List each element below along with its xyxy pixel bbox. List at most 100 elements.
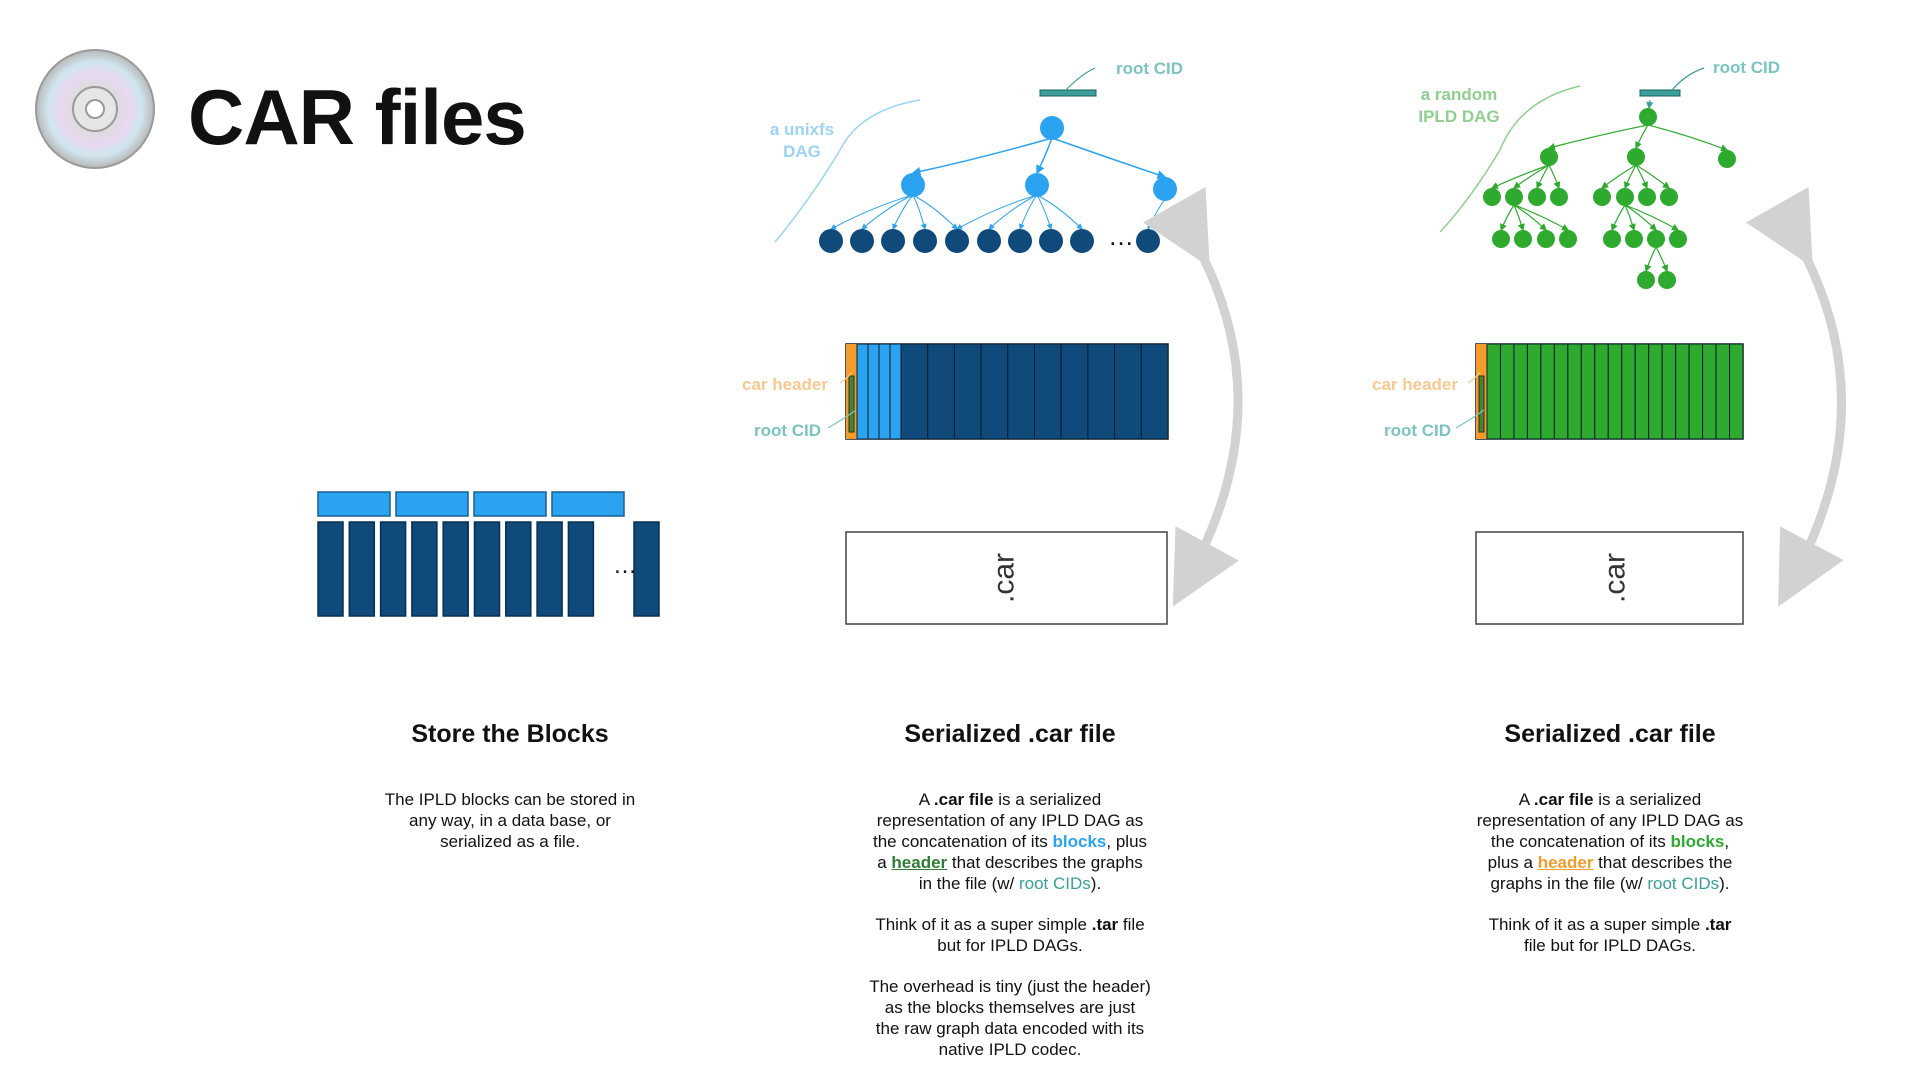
store-blocks-column: Store the Blocks The IPLD blocks can be … [360,720,660,852]
car2-p1-h: graphs in the file (w/ [1490,874,1648,893]
car2-p1-e: , [1724,832,1730,851]
root-cid-pointer-3 [1671,67,1705,91]
stored-block-3 [379,521,407,617]
car1-block-3 [953,343,982,440]
car-header-pointer-1 [839,371,853,384]
stored-block-9 [567,521,595,617]
car2-block-16 [1688,343,1704,440]
car1-p3-line2: as the blocks themselves are just [884,998,1136,1017]
unixfs-edge-2-0 [1147,198,1166,230]
unixfs-edge-1-0 [956,194,1038,230]
stored-block-2 [348,521,376,617]
car1-p1-a: A [918,790,934,809]
random-dag-label-curve [1439,85,1581,233]
car2-block-9 [1594,343,1609,440]
random-node-7 [1550,188,1568,206]
store-line-2: any way, in a data base, or [409,811,611,830]
car-file-box-2 [1475,531,1744,625]
random-edge-b-1 [1624,164,1637,190]
car2-block-5 [1540,343,1555,440]
random-edge-a-2 [1536,164,1550,190]
random-node-3 [1718,150,1736,168]
page-title: CAR files [188,73,527,161]
unixfs-edge-1-1 [988,194,1038,230]
car1-block-8 [1087,343,1116,440]
car1-blocks-term: blocks [1052,832,1107,851]
car2-p1-b: is a serialized [1593,790,1702,809]
store-line-1: The IPLD blocks can be stored in [384,790,636,809]
car1-block-7 [1060,343,1089,440]
car1-p2-b: file [1118,915,1145,934]
stored-block-4 [411,521,438,617]
unixfs-edge-root-1 [911,137,1053,176]
store-line-3: serialized as a file. [440,832,580,851]
car-file-column-1: Serialized .car file A .car file is a se… [850,720,1170,1080]
car1-p2-a: Think of it as a super simple [875,915,1092,934]
random-edge-root-3 [1647,124,1729,152]
stored-block-1 [317,521,344,617]
unixfs-mid-node-2 [1025,173,1049,197]
random-edge-b-2 [1635,164,1648,190]
stored-top-block-3 [473,491,547,517]
car1-paragraph-3: The overhead is tiny (just the header) a… [850,976,1170,1060]
car1-p1-g: that describes the graphs [947,853,1143,872]
car1-p1-f: a [877,853,892,872]
car1-p1-c: representation of any IPLD DAG as [876,811,1144,830]
random-node-16 [1603,230,1621,248]
car2-p1-g: that describes the [1593,853,1733,872]
unixfs-mid-node-1 [901,173,925,197]
unixfs-edge-root-3 [1051,137,1167,179]
car1-tar-term: .tar [1091,915,1119,934]
car1-block-5 [1007,343,1035,440]
root-cid-label-2: root CID [754,421,821,440]
car-file-description-1: A .car file is a serialized representati… [850,789,1170,1060]
car1-block-2 [927,343,955,440]
unixfs-edge-1-2 [1019,194,1038,230]
car2-block-4 [1526,343,1542,440]
car1-p1-d: the concatenation of its [872,832,1053,851]
unixfs-leaf-node-1 [819,229,843,253]
unixfs-edge-root-2 [1036,137,1053,175]
car1-block-9 [1114,343,1142,440]
random-node-14 [1537,230,1555,248]
car1-paragraph-1: A .car file is a serialized representati… [850,789,1170,894]
car2-header-term: header [1537,853,1594,872]
car1-p1-i: ). [1090,874,1102,893]
unixfs-dag-label-line1: a unixfs [770,120,834,139]
car2-root-cid-segment [1478,375,1485,433]
car2-block-18 [1715,343,1731,440]
random-node-11 [1660,188,1678,206]
car2-block-17 [1702,343,1717,440]
car1-light-block-2 [867,343,880,440]
car2-p1-i: ). [1719,874,1730,893]
random-edge-d-0 [1611,204,1626,232]
car-file-box-1 [845,531,1168,625]
unixfs-edge-0-2 [892,194,914,230]
car2-car-file-term: .car file [1533,790,1594,809]
car1-car-file-term: .car file [933,790,994,809]
car-file-strip-1 [845,343,1169,440]
random-edge-b-0 [1601,164,1637,189]
car1-header-term: header [891,853,948,872]
unixfs-leaf-node-7 [1008,229,1032,253]
random-edge-root-1 [1547,124,1649,150]
root-cid-pointer-4 [1455,409,1485,429]
car1-p3-line3: the raw graph data encoded with its [875,1019,1145,1038]
car2-block-15 [1675,343,1690,440]
random-edge-c-0 [1500,204,1515,232]
random-edge-e-1 [1655,246,1669,273]
car1-paragraph-2: Think of it as a super simple .tar file … [850,914,1170,956]
unixfs-leaf-node-3 [881,229,905,253]
car2-tar-term: .tar [1704,915,1732,934]
car-ext-label-1: .car [988,553,1021,603]
car-file-heading-1: Serialized .car file [904,720,1116,748]
random-root-cid-edge [1646,99,1654,110]
random-node-18 [1647,230,1665,248]
car2-block-6 [1553,343,1569,440]
unixfs-leaf-node-8 [1039,229,1063,253]
car1-block-4 [980,343,1009,440]
random-node-19 [1669,230,1687,248]
random-node-15 [1559,230,1577,248]
stored-block-last [633,521,660,617]
